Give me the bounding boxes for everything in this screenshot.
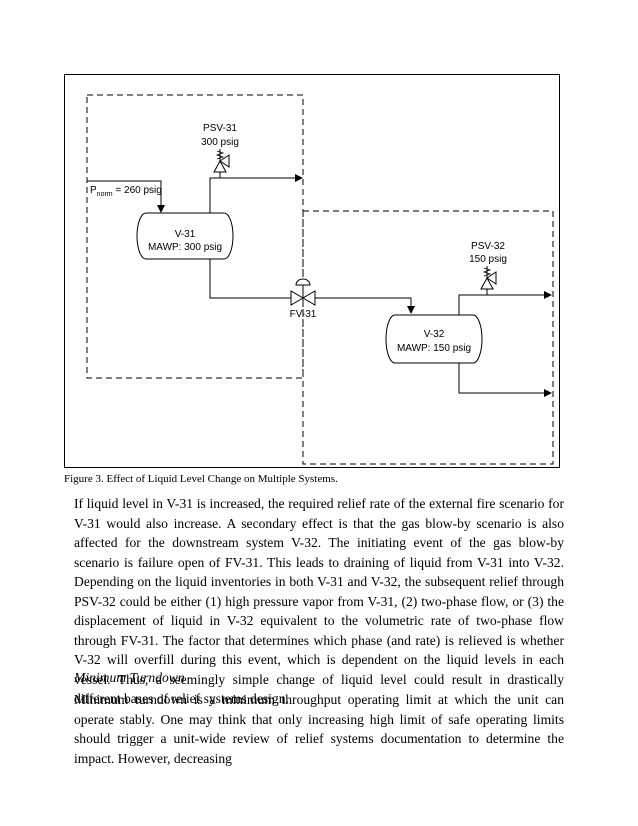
pnorm-symbol: P xyxy=(90,185,97,196)
fv31-outlet-line xyxy=(315,297,415,314)
psv31-valve xyxy=(213,149,230,173)
pnorm-value: = 260 psig xyxy=(113,185,162,196)
v31-liquid-line xyxy=(209,259,291,299)
fv31-name: FV-31 xyxy=(290,309,317,320)
psv32-valve xyxy=(480,266,497,290)
section-heading: Minimum Turndown xyxy=(74,670,185,685)
fv31-valve xyxy=(290,278,316,306)
v32-liquid-line xyxy=(458,363,552,397)
v32-mawp: MAWP: 150 psig xyxy=(397,343,471,354)
figure-caption: Figure 3. Effect of Liquid Level Change … xyxy=(64,473,338,485)
process-diagram: PSV-31 300 psig Pnorm = 260 psig V-31 MA… xyxy=(86,94,554,465)
system-boundary-v32 xyxy=(302,210,554,465)
vessel-v31 xyxy=(136,212,234,260)
v31-vapor-line xyxy=(209,174,303,213)
vessel-v32 xyxy=(385,314,483,364)
v31-name: V-31 xyxy=(175,229,196,240)
pnorm-subscript: norm xyxy=(97,191,113,198)
pnorm-label: Pnorm = 260 psig xyxy=(90,185,162,198)
body-paragraph-1: If liquid level in V-31 is increased, th… xyxy=(74,496,564,706)
feed-line xyxy=(87,180,165,213)
psv32-setpoint: 150 psig xyxy=(469,254,507,265)
v31-mawp: MAWP: 300 psig xyxy=(148,242,222,253)
v32-vapor-line xyxy=(458,291,552,315)
psv31-setpoint: 300 psig xyxy=(201,137,239,148)
v32-name: V-32 xyxy=(424,329,445,340)
figure-frame: PSV-31 300 psig Pnorm = 260 psig V-31 MA… xyxy=(64,74,560,468)
body-paragraph-2: Minimum turndown is a minimum throughput… xyxy=(74,692,564,766)
psv32-name: PSV-32 xyxy=(471,241,505,252)
psv31-name: PSV-31 xyxy=(203,123,237,134)
